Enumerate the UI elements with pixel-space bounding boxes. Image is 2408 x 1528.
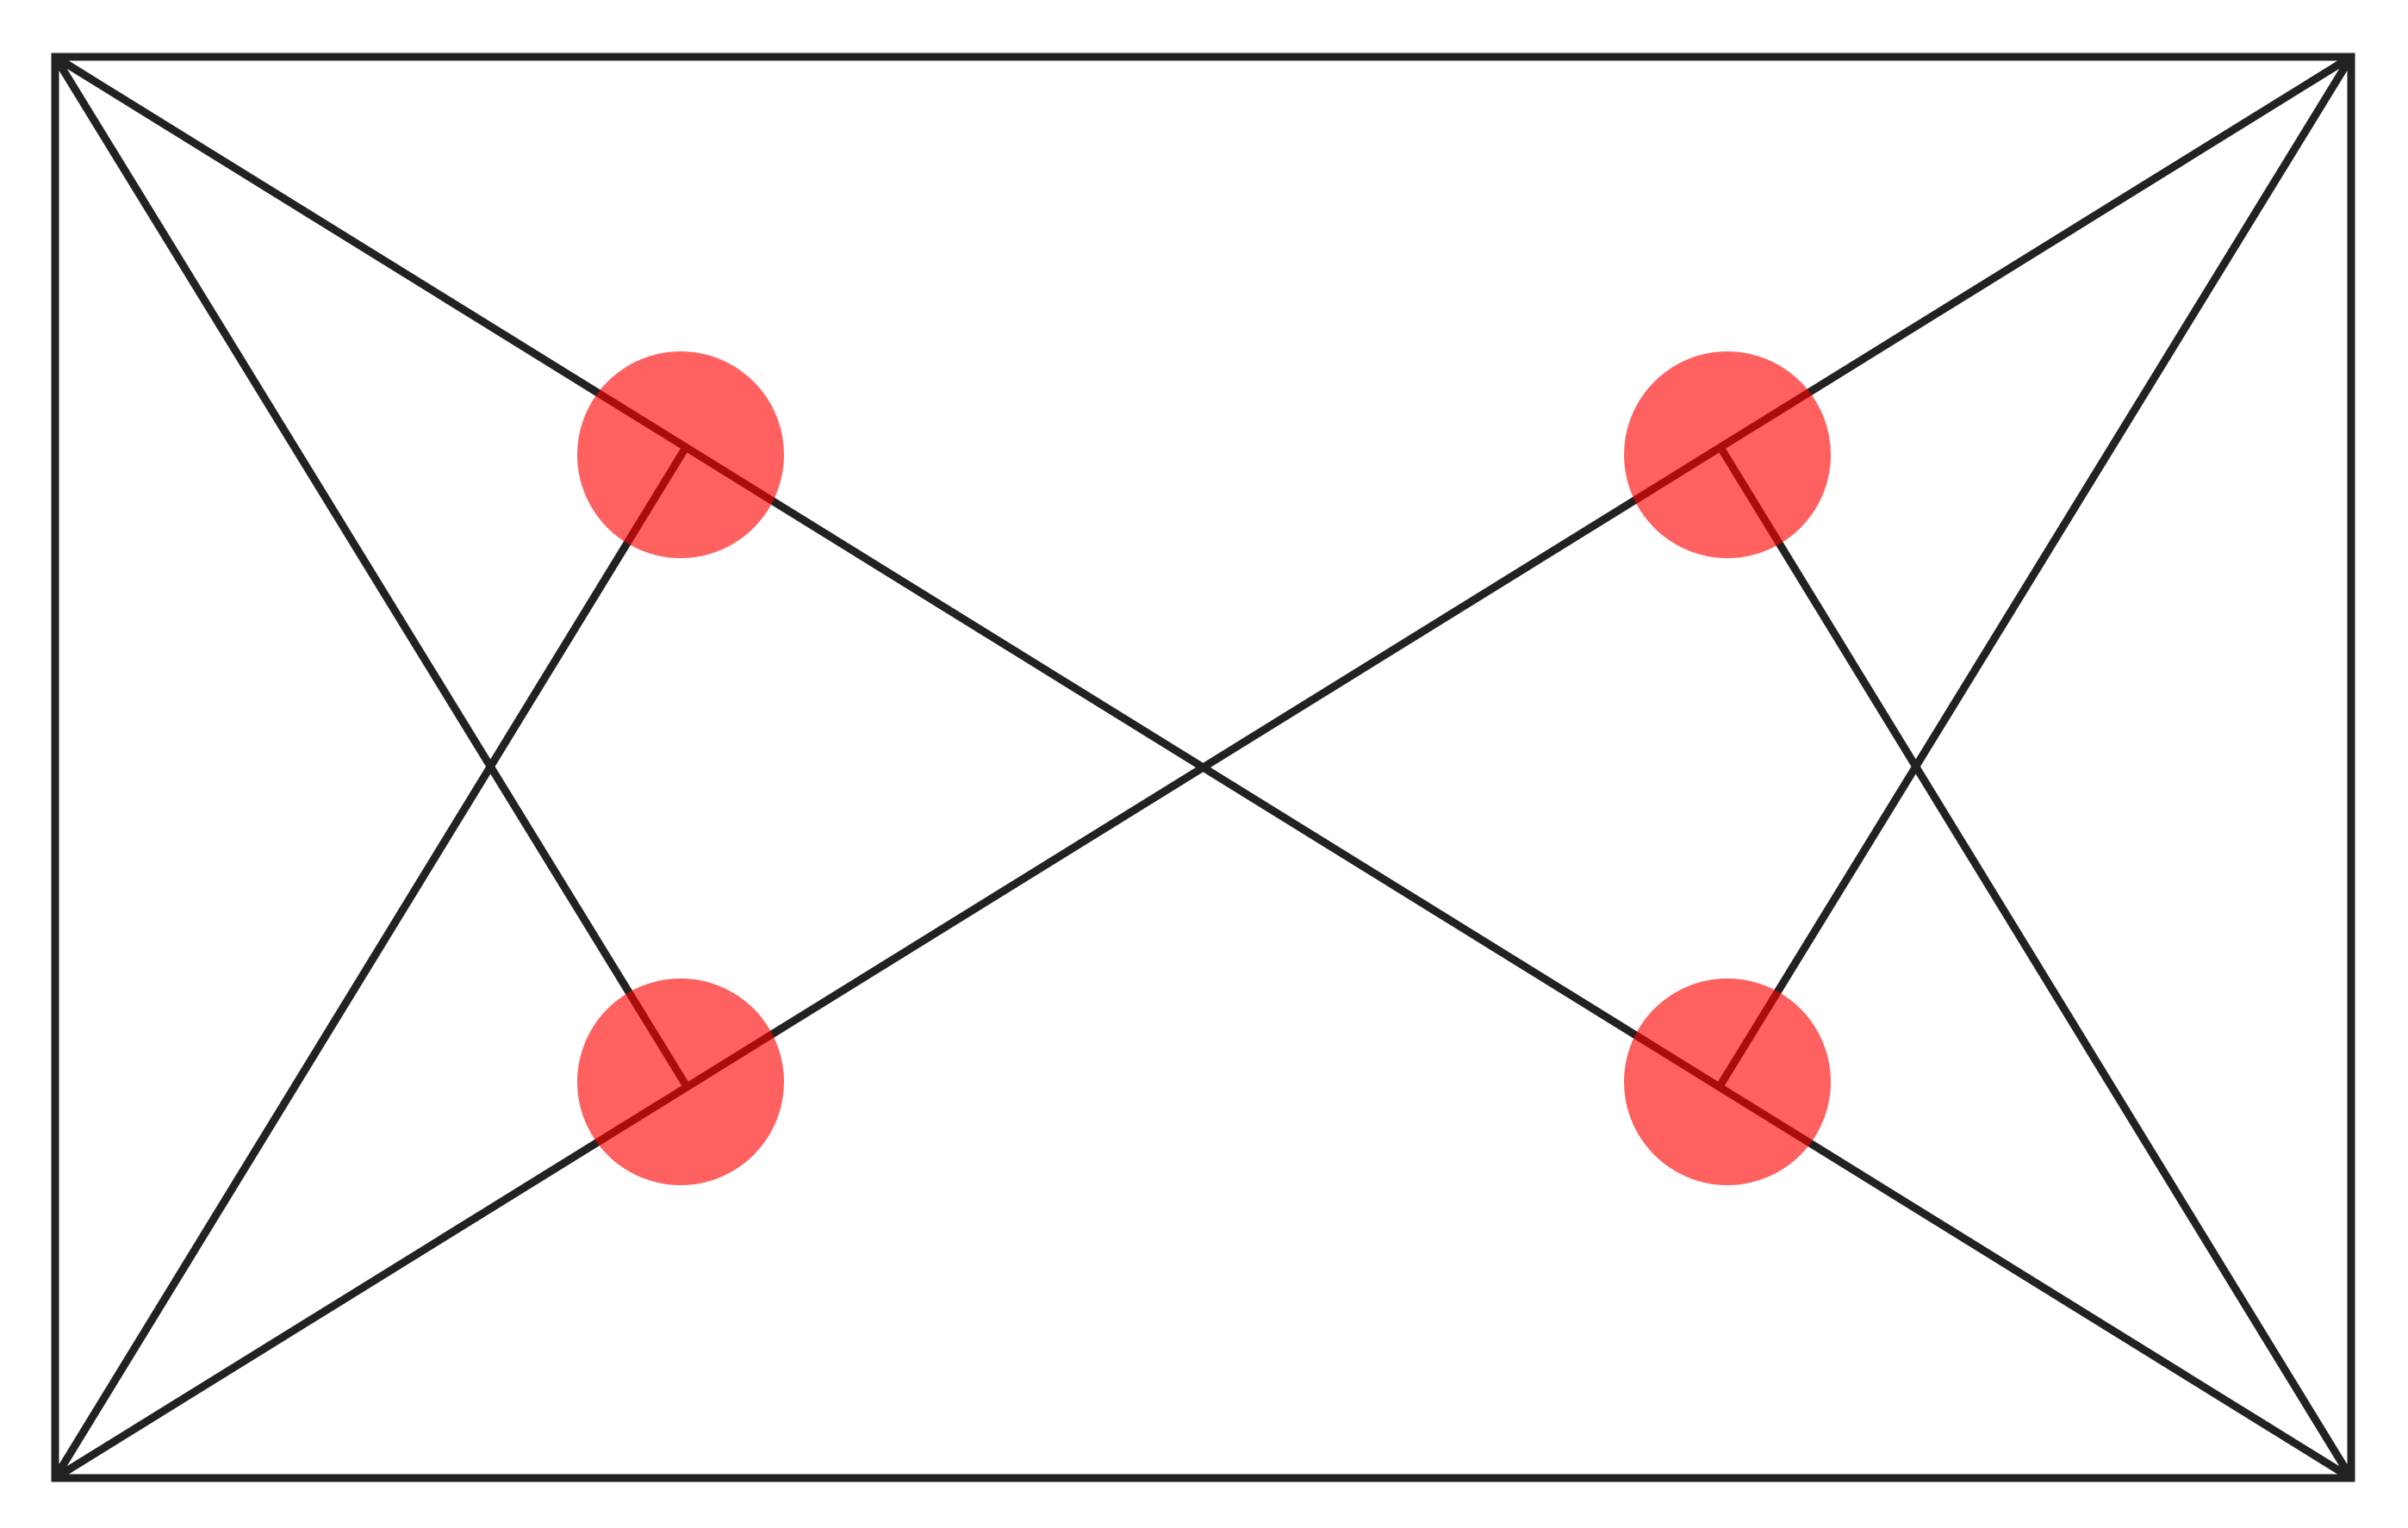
hotspot-bottom-right — [1624, 978, 1831, 1185]
hotspot-top-right — [1624, 351, 1831, 558]
reciprocal-line-top-right — [1717, 53, 2355, 1088]
reciprocal-line-bottom-left — [51, 444, 689, 1482]
hotspot-top-left — [577, 351, 784, 558]
reciprocal-line-top-left — [51, 53, 689, 1088]
hotspot-bottom-left — [577, 978, 784, 1185]
main-diagonal-bottom-left-to-top-right — [51, 53, 2355, 1482]
outer-frame — [51, 53, 2355, 1482]
reciprocal-line-bottom-right — [1717, 444, 2355, 1482]
